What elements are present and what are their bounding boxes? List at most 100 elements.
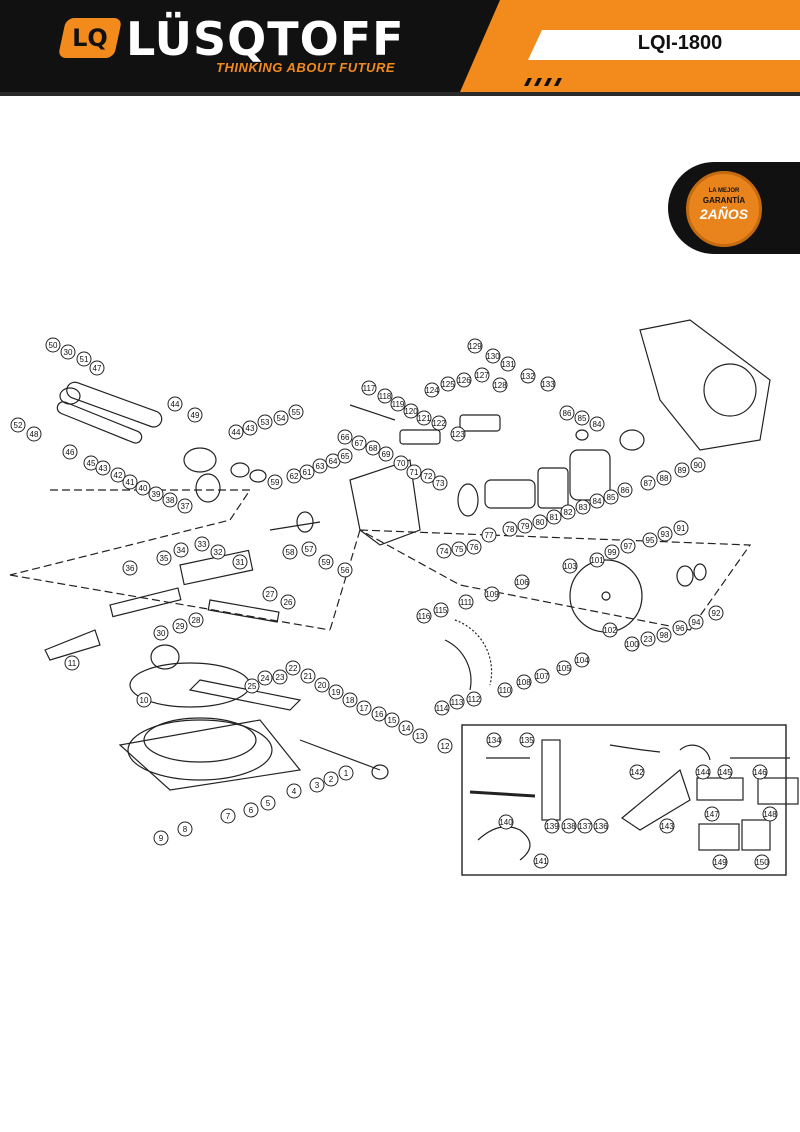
svg-text:143: 143 xyxy=(660,822,674,831)
callout-94: 94 xyxy=(688,614,704,630)
svg-text:59: 59 xyxy=(322,558,331,567)
callout-59b: 59 xyxy=(318,554,334,570)
callout-93: 93 xyxy=(657,526,673,542)
callout-113: 113 xyxy=(449,694,465,710)
svg-text:61: 61 xyxy=(303,468,312,477)
callout-25: 25 xyxy=(244,678,260,694)
svg-text:144: 144 xyxy=(696,768,710,777)
callout-8: 8 xyxy=(177,821,193,837)
callout-114: 114 xyxy=(434,700,450,716)
svg-text:69: 69 xyxy=(382,450,391,459)
svg-text:104: 104 xyxy=(575,656,589,665)
callout-108: 108 xyxy=(516,674,532,690)
svg-text:73: 73 xyxy=(436,479,445,488)
callout-44: 44 xyxy=(167,396,183,412)
callout-105: 105 xyxy=(556,660,572,676)
callout-112: 112 xyxy=(466,691,482,707)
callout-103: 103 xyxy=(562,558,578,574)
svg-text:87: 87 xyxy=(644,479,653,488)
svg-text:75: 75 xyxy=(455,545,464,554)
svg-text:127: 127 xyxy=(475,371,489,380)
callout-15: 15 xyxy=(384,712,400,728)
callout-68: 68 xyxy=(365,440,381,456)
callout-34: 34 xyxy=(173,542,189,558)
callout-116: 116 xyxy=(416,608,432,624)
callout-127: 127 xyxy=(474,367,490,383)
svg-text:70: 70 xyxy=(397,459,406,468)
callout-133: 133 xyxy=(540,376,556,392)
svg-text:44: 44 xyxy=(171,400,180,409)
callout-102: 102 xyxy=(602,622,618,638)
svg-text:93: 93 xyxy=(661,530,670,539)
callout-11: 11 xyxy=(64,655,80,671)
callout-6: 6 xyxy=(243,802,259,818)
svg-text:20: 20 xyxy=(318,681,327,690)
svg-text:4: 4 xyxy=(292,787,297,796)
callout-91: 91 xyxy=(673,520,689,536)
callout-98: 98 xyxy=(656,627,672,643)
callout-122: 122 xyxy=(431,415,447,431)
callout-53: 53 xyxy=(257,414,273,430)
callout-26: 26 xyxy=(280,594,296,610)
callout-14: 14 xyxy=(398,720,414,736)
callout-40: 40 xyxy=(135,480,151,496)
svg-text:98: 98 xyxy=(660,631,669,640)
callout-138: 138 xyxy=(561,818,577,834)
callout-142: 142 xyxy=(629,764,645,780)
svg-text:2: 2 xyxy=(329,775,334,784)
callout-123: 123 xyxy=(450,426,466,442)
svg-text:15: 15 xyxy=(388,716,397,725)
svg-text:136: 136 xyxy=(594,822,608,831)
svg-text:129: 129 xyxy=(468,342,482,351)
callout-121: 121 xyxy=(416,410,432,426)
svg-text:137: 137 xyxy=(578,822,592,831)
callout-33: 33 xyxy=(194,536,210,552)
svg-text:90: 90 xyxy=(694,461,703,470)
svg-text:30: 30 xyxy=(157,629,166,638)
svg-text:77: 77 xyxy=(485,531,494,540)
svg-text:51: 51 xyxy=(80,355,89,364)
svg-text:107: 107 xyxy=(535,672,549,681)
svg-text:146: 146 xyxy=(753,768,767,777)
svg-text:112: 112 xyxy=(468,695,481,704)
svg-text:81: 81 xyxy=(550,513,559,522)
svg-text:44: 44 xyxy=(232,428,241,437)
svg-text:122: 122 xyxy=(432,419,446,428)
callout-131: 131 xyxy=(500,356,516,372)
callout-85b: 85 xyxy=(603,489,619,505)
svg-text:8: 8 xyxy=(183,825,188,834)
svg-text:46: 46 xyxy=(66,448,75,457)
callout-85: 85 xyxy=(574,410,590,426)
callout-83: 83 xyxy=(575,499,591,515)
callout-31: 31 xyxy=(232,554,248,570)
callout-90: 90 xyxy=(690,457,706,473)
callout-42: 42 xyxy=(110,467,126,483)
svg-text:140: 140 xyxy=(499,818,513,827)
svg-text:101: 101 xyxy=(590,556,604,565)
svg-text:108: 108 xyxy=(517,678,531,687)
callout-23: 23 xyxy=(272,669,288,685)
svg-text:123: 123 xyxy=(451,430,465,439)
callout-147: 147 xyxy=(704,806,720,822)
warranty-seal: LA MEJOR GARANTÍA 2AÑOS xyxy=(686,171,762,247)
svg-text:111: 111 xyxy=(460,598,473,607)
callout-84: 84 xyxy=(589,416,605,432)
callout-21: 21 xyxy=(300,668,316,684)
svg-text:21: 21 xyxy=(304,672,313,681)
svg-text:63: 63 xyxy=(316,462,325,471)
callout-57: 57 xyxy=(301,541,317,557)
callout-135: 135 xyxy=(519,732,535,748)
svg-text:13: 13 xyxy=(416,732,425,741)
callout-4: 4 xyxy=(286,783,302,799)
svg-text:132: 132 xyxy=(521,372,535,381)
callout-101: 101 xyxy=(589,552,605,568)
callout-59: 59 xyxy=(267,474,283,490)
callout-78: 78 xyxy=(502,521,518,537)
svg-text:126: 126 xyxy=(457,376,471,385)
svg-text:37: 37 xyxy=(181,502,190,511)
svg-text:12: 12 xyxy=(441,742,450,751)
callout-69: 69 xyxy=(378,446,394,462)
callout-55: 55 xyxy=(288,404,304,420)
callout-79: 79 xyxy=(517,518,533,534)
model-number: LQI-1800 xyxy=(637,32,723,54)
